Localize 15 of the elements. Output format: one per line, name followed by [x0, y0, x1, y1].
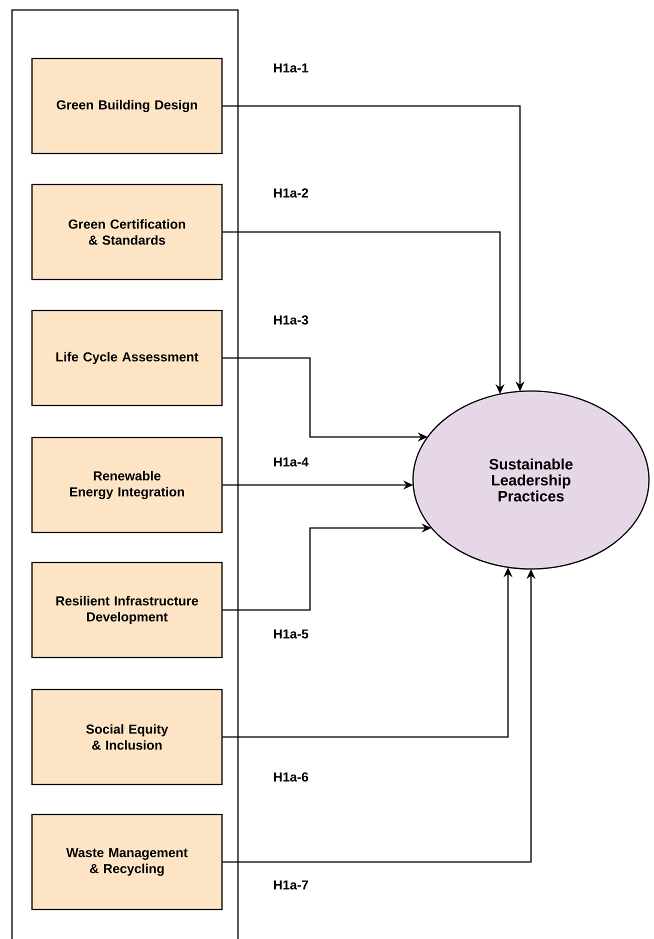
factor-box: Renewable Energy Integration: [31, 436, 223, 534]
factor-box: Green Building Design: [31, 58, 223, 154]
edge-label: H1a-3: [274, 315, 308, 325]
factor-box: Resilient Infrastructure Development: [31, 562, 223, 658]
factor-box: Life Cycle Assessment: [31, 310, 223, 406]
edge-label: H1a-6: [274, 772, 308, 782]
edge-label: H1a-5: [274, 629, 308, 639]
panel-frame: [11, 9, 239, 939]
factor-box: Waste Management & Recycling: [31, 814, 223, 910]
edge-label: H1a-1: [274, 63, 308, 73]
factor-box: Green Certification & Standards: [31, 184, 223, 280]
edge-label: H1a-4: [274, 457, 309, 467]
edge-label: H1a-2: [274, 188, 308, 198]
factor-box: Social Equity & Inclusion: [31, 688, 223, 786]
edge-label: H1a-7: [274, 880, 308, 890]
